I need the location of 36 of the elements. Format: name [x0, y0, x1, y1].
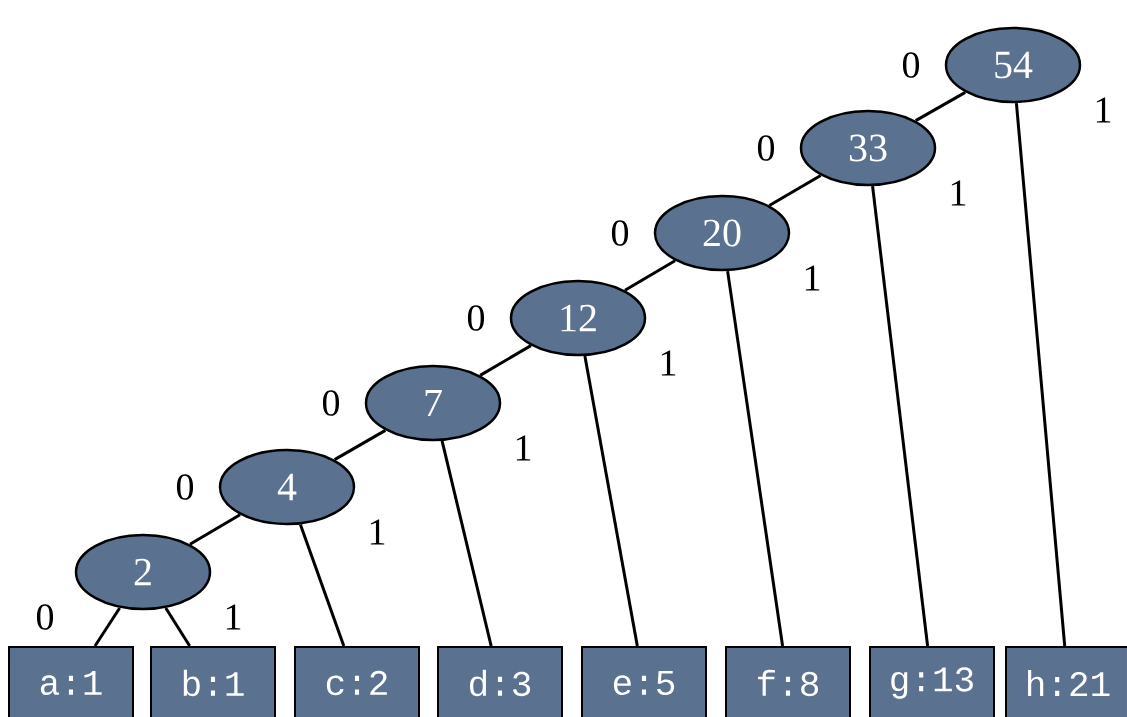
edge-label: 1 [657, 349, 679, 377]
edge-label: 0 [465, 304, 487, 332]
edge-label: 0 [34, 603, 56, 631]
edge-label: 1 [366, 518, 388, 546]
connector-line [189, 513, 241, 546]
connector-line [479, 344, 532, 377]
connector-line [915, 91, 966, 122]
edge-label: 1 [1092, 96, 1114, 124]
connector-line [440, 440, 493, 647]
connector-line [871, 186, 930, 647]
leaf-box: a:1 [8, 646, 134, 717]
connector-line [768, 174, 822, 207]
leaf-box: b:1 [150, 646, 276, 717]
edge-label: 0 [174, 473, 196, 501]
edge-label: 0 [900, 51, 922, 79]
connector-line [164, 607, 191, 647]
edge-label: 0 [320, 389, 342, 417]
connector-line [624, 259, 676, 292]
edge-label: 1 [801, 264, 823, 292]
edge-label: 1 [222, 603, 244, 631]
connector-line [93, 607, 121, 647]
leaf-box: g:13 [869, 646, 995, 717]
edge-label: 0 [609, 219, 631, 247]
connector-line [726, 270, 785, 647]
leaf-box: e:5 [581, 646, 707, 717]
connector-line [1014, 103, 1067, 647]
connector-line [333, 429, 387, 461]
leaf-box: c:2 [294, 646, 420, 717]
edge-label: 1 [512, 434, 534, 462]
edge-label: 1 [947, 179, 969, 207]
leaf-box: d:3 [437, 646, 563, 717]
leaf-box: f:8 [725, 646, 851, 717]
leaf-box: h:21 [1005, 646, 1127, 717]
connector-line [299, 524, 346, 647]
edge-label: 0 [755, 134, 777, 162]
connector-line [583, 355, 639, 647]
